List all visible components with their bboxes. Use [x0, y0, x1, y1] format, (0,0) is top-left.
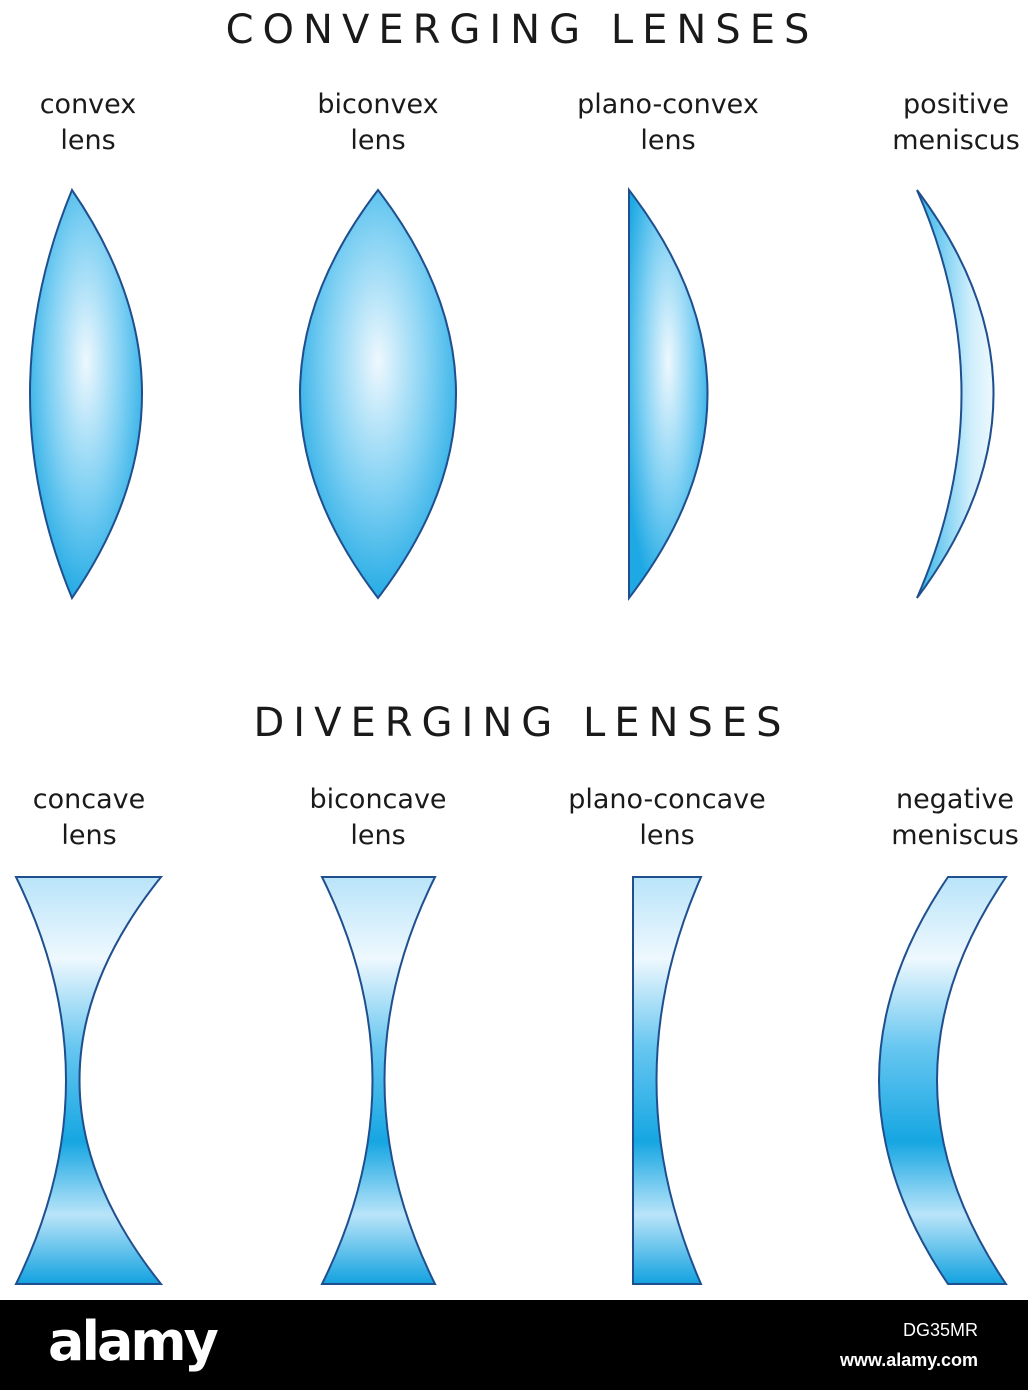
label-positive-meniscus: positive meniscus	[846, 87, 1028, 159]
label-biconvex-lens: biconvex lens	[268, 87, 488, 159]
label-line: plano-convex	[577, 89, 759, 120]
label-biconcave-lens: biconcave lens	[268, 782, 488, 854]
alamy-logo: alamy	[48, 1310, 219, 1373]
concave-lens-shape	[14, 876, 164, 1285]
diverging-lenses-title: DIVERGING LENSES	[253, 700, 791, 746]
plano-concave-lens-shape	[632, 876, 703, 1285]
biconvex-lens-shape	[299, 188, 457, 600]
lens-diagram	[14, 187, 1008, 1285]
label-line: meniscus	[892, 125, 1020, 156]
label-line: lens	[639, 820, 695, 851]
label-plano-concave-lens: plano-concave lens	[557, 782, 777, 854]
label-plano-convex-lens: plano-convex lens	[558, 87, 778, 159]
label-line: lens	[640, 125, 696, 156]
label-concave-lens: concave lens	[0, 782, 199, 854]
label-line: biconcave	[309, 784, 447, 815]
label-line: concave	[32, 784, 146, 815]
label-line: negative	[895, 784, 1015, 815]
biconcave-lens-shape	[320, 876, 437, 1285]
label-line: biconvex	[317, 89, 439, 120]
label-line: positive	[903, 89, 1009, 120]
label-line: lens	[350, 125, 406, 156]
plano-convex-lens-shape	[628, 187, 709, 601]
converging-lenses-title: CONVERGING LENSES	[225, 7, 819, 53]
label-negative-meniscus: negative meniscus	[845, 782, 1028, 854]
label-line: lens	[61, 820, 117, 851]
label-line: convex	[39, 89, 137, 120]
label-convex-lens: convex lens	[0, 87, 198, 159]
site-url: www.alamy.com	[839, 1350, 978, 1370]
watermark-footer: alamy DG35MR www.alamy.com	[0, 1300, 1028, 1390]
negative-meniscus-shape	[878, 876, 1008, 1285]
label-line: lens	[60, 125, 116, 156]
positive-meniscus-shape	[916, 189, 995, 599]
convex-lens-shape	[29, 187, 143, 601]
image-id: DG35MR	[902, 1320, 978, 1340]
label-line: meniscus	[891, 820, 1019, 851]
label-line: plano-concave	[568, 784, 766, 815]
label-line: lens	[350, 820, 406, 851]
